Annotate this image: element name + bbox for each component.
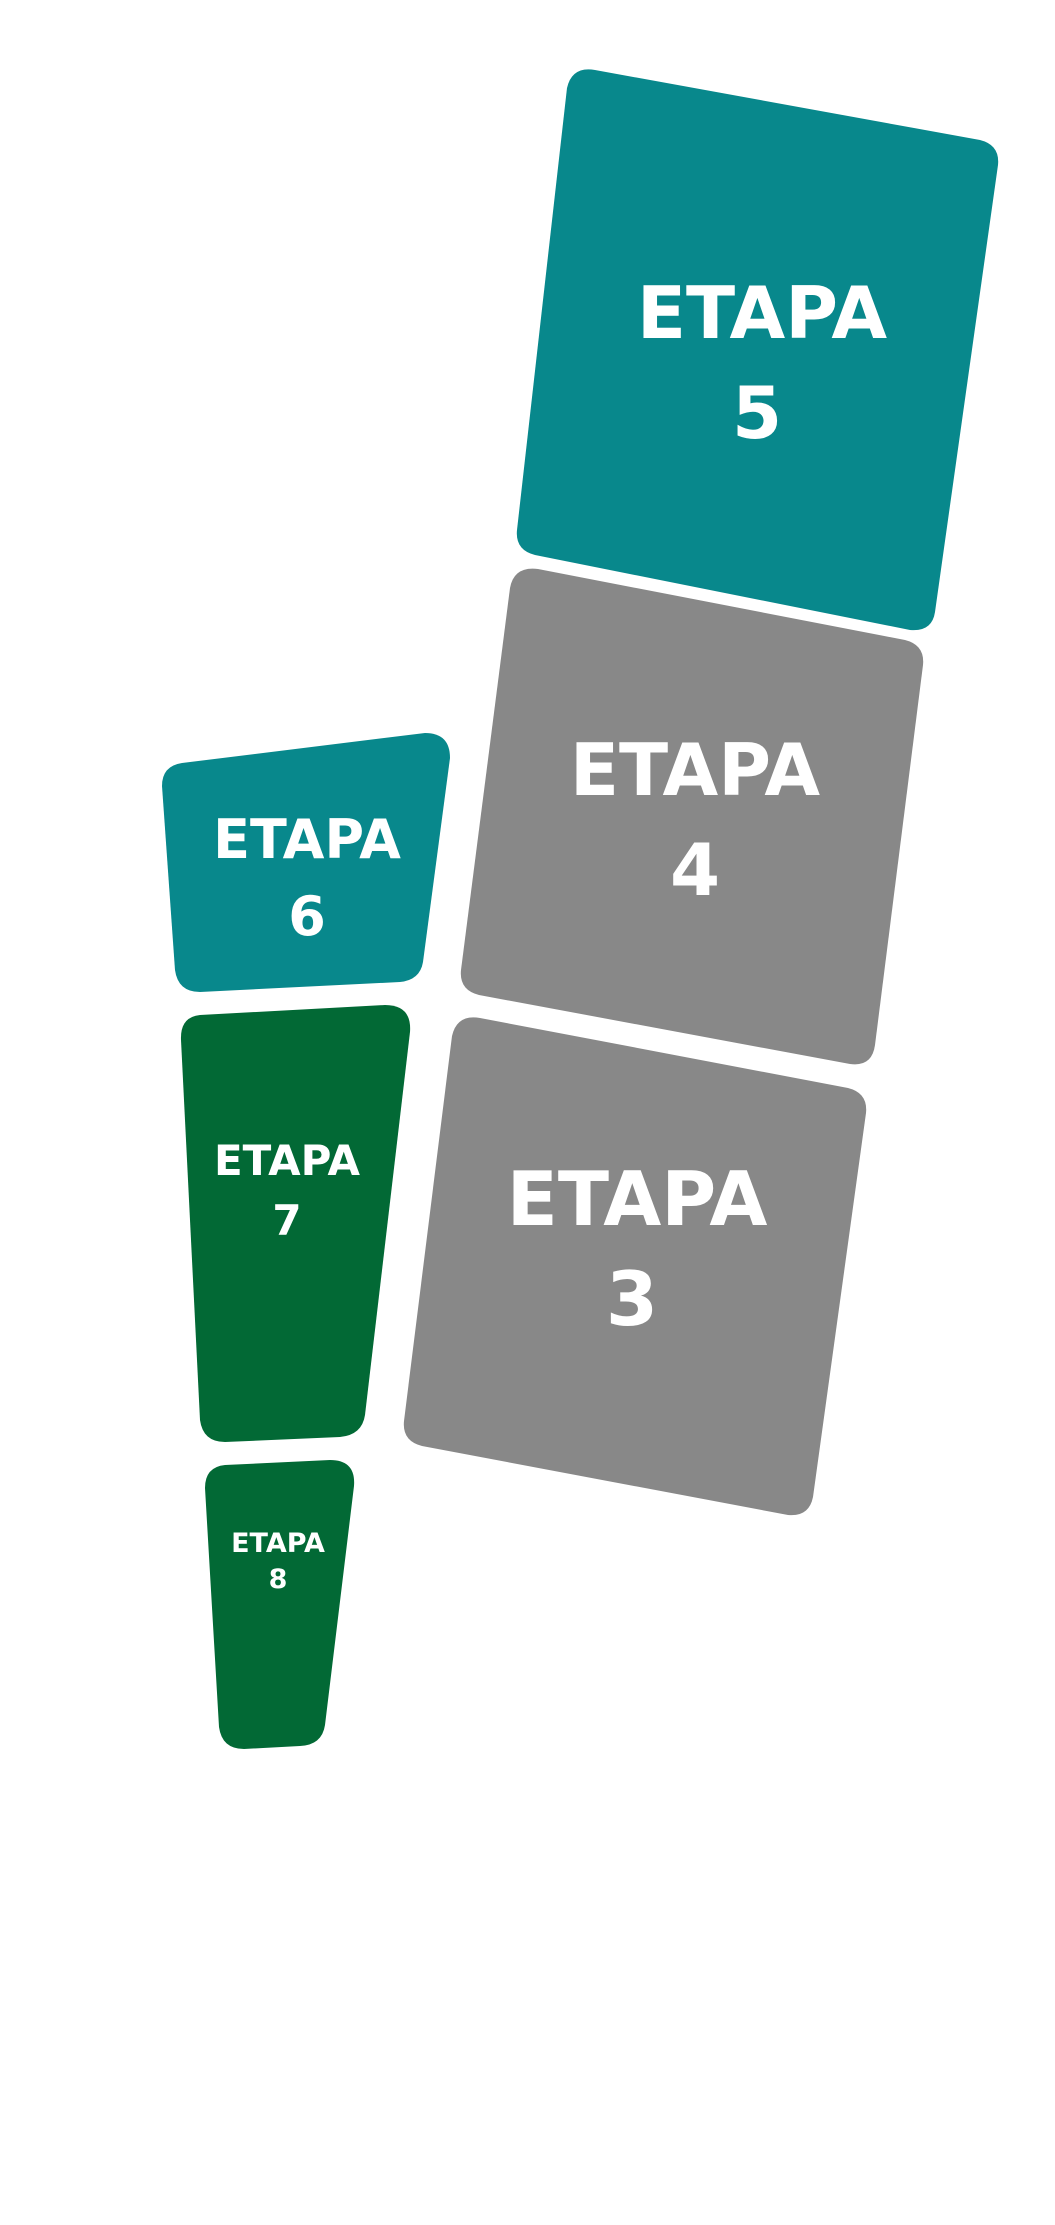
stage-6-block: ETAPA 6	[162, 733, 450, 992]
stage-7-shape	[180, 1005, 411, 1442]
stage-5-block: ETAPA 5	[516, 69, 999, 631]
stage-7-title: ETAPA	[214, 1136, 361, 1185]
stage-3-shape	[403, 1017, 867, 1516]
stage-7-block: ETAPA 7	[180, 1005, 411, 1442]
stage-5-number: 5	[732, 371, 782, 455]
stage-8-shape	[205, 1460, 355, 1749]
stage-6-number: 6	[288, 885, 326, 948]
stage-4-number: 4	[670, 828, 720, 912]
stage-8-block: ETAPA 8	[205, 1460, 355, 1749]
stage-8-number: 8	[269, 1564, 288, 1595]
stage-5-shape	[516, 69, 999, 631]
stage-3-block: ETAPA 3	[403, 1017, 867, 1516]
stage-8-title: ETAPA	[231, 1528, 325, 1559]
stage-6-title: ETAPA	[213, 808, 401, 871]
stage-6-shape	[162, 733, 450, 992]
stage-7-number: 7	[272, 1196, 301, 1245]
stage-3-number: 3	[606, 1255, 658, 1343]
stage-4-title: ETAPA	[570, 728, 821, 812]
stage-5-title: ETAPA	[637, 271, 888, 355]
stage-4-shape	[460, 568, 924, 1065]
stage-3-title: ETAPA	[507, 1155, 768, 1243]
stage-4-block: ETAPA 4	[460, 568, 924, 1065]
